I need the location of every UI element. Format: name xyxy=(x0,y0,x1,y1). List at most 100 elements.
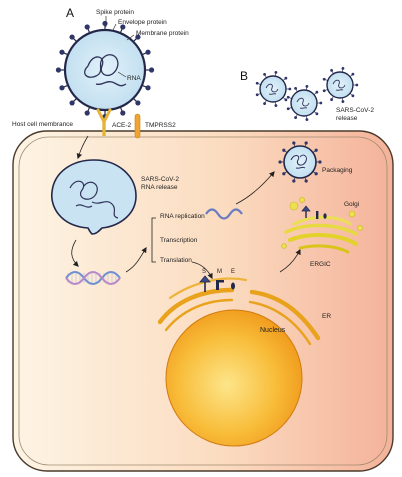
spike-head-icon xyxy=(148,67,155,73)
release-label-line2: release xyxy=(336,115,358,122)
spike-head-icon xyxy=(292,179,296,183)
spike-head-icon xyxy=(314,148,318,152)
endosome-rna-release xyxy=(50,159,137,235)
golgi-e-protein xyxy=(323,213,327,219)
endoplasmic-reticulum xyxy=(157,277,321,346)
ace2-label: ACE-2 xyxy=(112,122,132,129)
spike-head-icon xyxy=(59,49,65,55)
s-protein-label: S xyxy=(202,269,206,275)
golgi-spike-protein xyxy=(301,205,311,218)
spike-head-icon xyxy=(351,94,355,98)
spike-head-icon xyxy=(135,34,141,40)
spike-head-icon xyxy=(304,179,308,183)
spike-head-icon xyxy=(278,160,282,164)
e-protein-icon xyxy=(231,282,235,290)
membrane-protein-label: Membrane protein xyxy=(136,30,189,37)
spike-head-icon xyxy=(282,148,286,152)
envelope-protein-label: Envelope protein xyxy=(118,19,167,26)
genome-to-processes-arrow xyxy=(125,246,147,273)
spike-head-icon xyxy=(351,72,355,76)
spike-head-icon xyxy=(292,141,296,145)
spike-head-icon xyxy=(284,98,288,102)
spike-head-icon xyxy=(120,110,126,116)
spike-head-icon xyxy=(84,110,90,116)
transcription-label: Transcription xyxy=(160,237,198,244)
golgi-apparatus xyxy=(281,197,363,254)
s-protein-icon xyxy=(199,275,211,292)
spike-head-icon xyxy=(84,24,90,30)
spike-head-icon xyxy=(355,83,359,87)
structural-proteins xyxy=(199,275,235,292)
spike-head-icon xyxy=(330,69,333,72)
spike-head-icon xyxy=(341,100,345,103)
spike-head-icon xyxy=(59,85,65,91)
sars-cov-2-virion xyxy=(55,20,155,120)
spike-head-icon xyxy=(255,93,259,97)
ace2-receptor xyxy=(96,108,112,136)
host-cell-membrane-label: Host cell membrance xyxy=(12,121,73,128)
spike-head-icon xyxy=(263,102,266,105)
spike-head-icon xyxy=(341,67,345,70)
spike-head-icon xyxy=(120,24,126,30)
translation-to-er-arrow xyxy=(191,261,213,280)
spike-head-icon xyxy=(102,20,108,27)
spike-head-icon xyxy=(322,77,326,81)
released-virion-2 xyxy=(286,85,323,121)
spike-head-icon xyxy=(263,73,266,76)
spike-head-icon xyxy=(286,107,290,111)
spike-head-icon xyxy=(284,76,288,80)
er-label: ER xyxy=(322,313,331,320)
rna-replication-label: RNA replication xyxy=(160,213,205,220)
m-protein-icon xyxy=(216,280,224,290)
nucleus-label: Nucleus xyxy=(260,327,286,334)
spike-head-icon xyxy=(274,104,278,107)
process-bracket xyxy=(151,217,156,263)
spike-head-icon xyxy=(286,95,290,99)
spike-head-icon xyxy=(315,90,319,94)
packaged-virion xyxy=(278,141,322,183)
translation-label: Translation xyxy=(160,257,192,264)
spike-head-icon xyxy=(69,34,75,40)
entry-arrow xyxy=(76,135,89,160)
spike-head-icon xyxy=(330,98,333,101)
rna-release-label-line2: RNA release xyxy=(141,184,178,191)
virion-rna-strand xyxy=(84,54,119,78)
er-to-ergic-arrow xyxy=(279,248,301,273)
spike-head-icon xyxy=(315,112,319,116)
tmprss2-protease xyxy=(134,113,141,139)
m-protein-label: M xyxy=(217,269,222,275)
spike-head-icon xyxy=(145,49,151,55)
panel-label-a: A xyxy=(66,6,74,20)
packaging-label: Packaging xyxy=(322,167,353,174)
spike-head-icon xyxy=(288,87,292,91)
viral-genome-helix xyxy=(65,271,121,285)
ergic-label: ERGIC xyxy=(310,261,331,268)
released-virion-3 xyxy=(322,67,359,103)
e-protein-label: E xyxy=(231,269,235,275)
spike-head-icon xyxy=(294,116,297,119)
replication-to-packaging-arrow xyxy=(235,171,275,205)
panel-label-b: B xyxy=(240,69,248,83)
spike-head-icon xyxy=(294,87,297,90)
spike-head-icon xyxy=(304,141,308,145)
spike-protein-label: Spike protein xyxy=(96,9,134,16)
spike-head-icon xyxy=(145,85,151,91)
spike-head-icon xyxy=(255,81,259,85)
spike-head-icon xyxy=(305,118,309,121)
tmprss2-label: TMPRSS2 xyxy=(145,122,176,129)
rna-release-label-line1: SARS-CoV-2 xyxy=(141,176,179,183)
released-virion-1 xyxy=(255,71,292,107)
spike-head-icon xyxy=(319,101,323,105)
release-label-line1: SARS-CoV-2 xyxy=(336,107,374,114)
spike-head-icon xyxy=(274,71,278,74)
spike-head-icon xyxy=(314,172,318,176)
spike-head-icon xyxy=(135,100,141,106)
release-to-genome-arrow xyxy=(71,239,79,267)
replicated-rna-strand xyxy=(205,208,243,220)
spike-head-icon xyxy=(318,160,322,164)
spike-head-icon xyxy=(69,100,75,106)
spike-head-icon xyxy=(282,172,286,176)
golgi-m-protein xyxy=(316,211,319,219)
nucleus xyxy=(165,309,303,447)
